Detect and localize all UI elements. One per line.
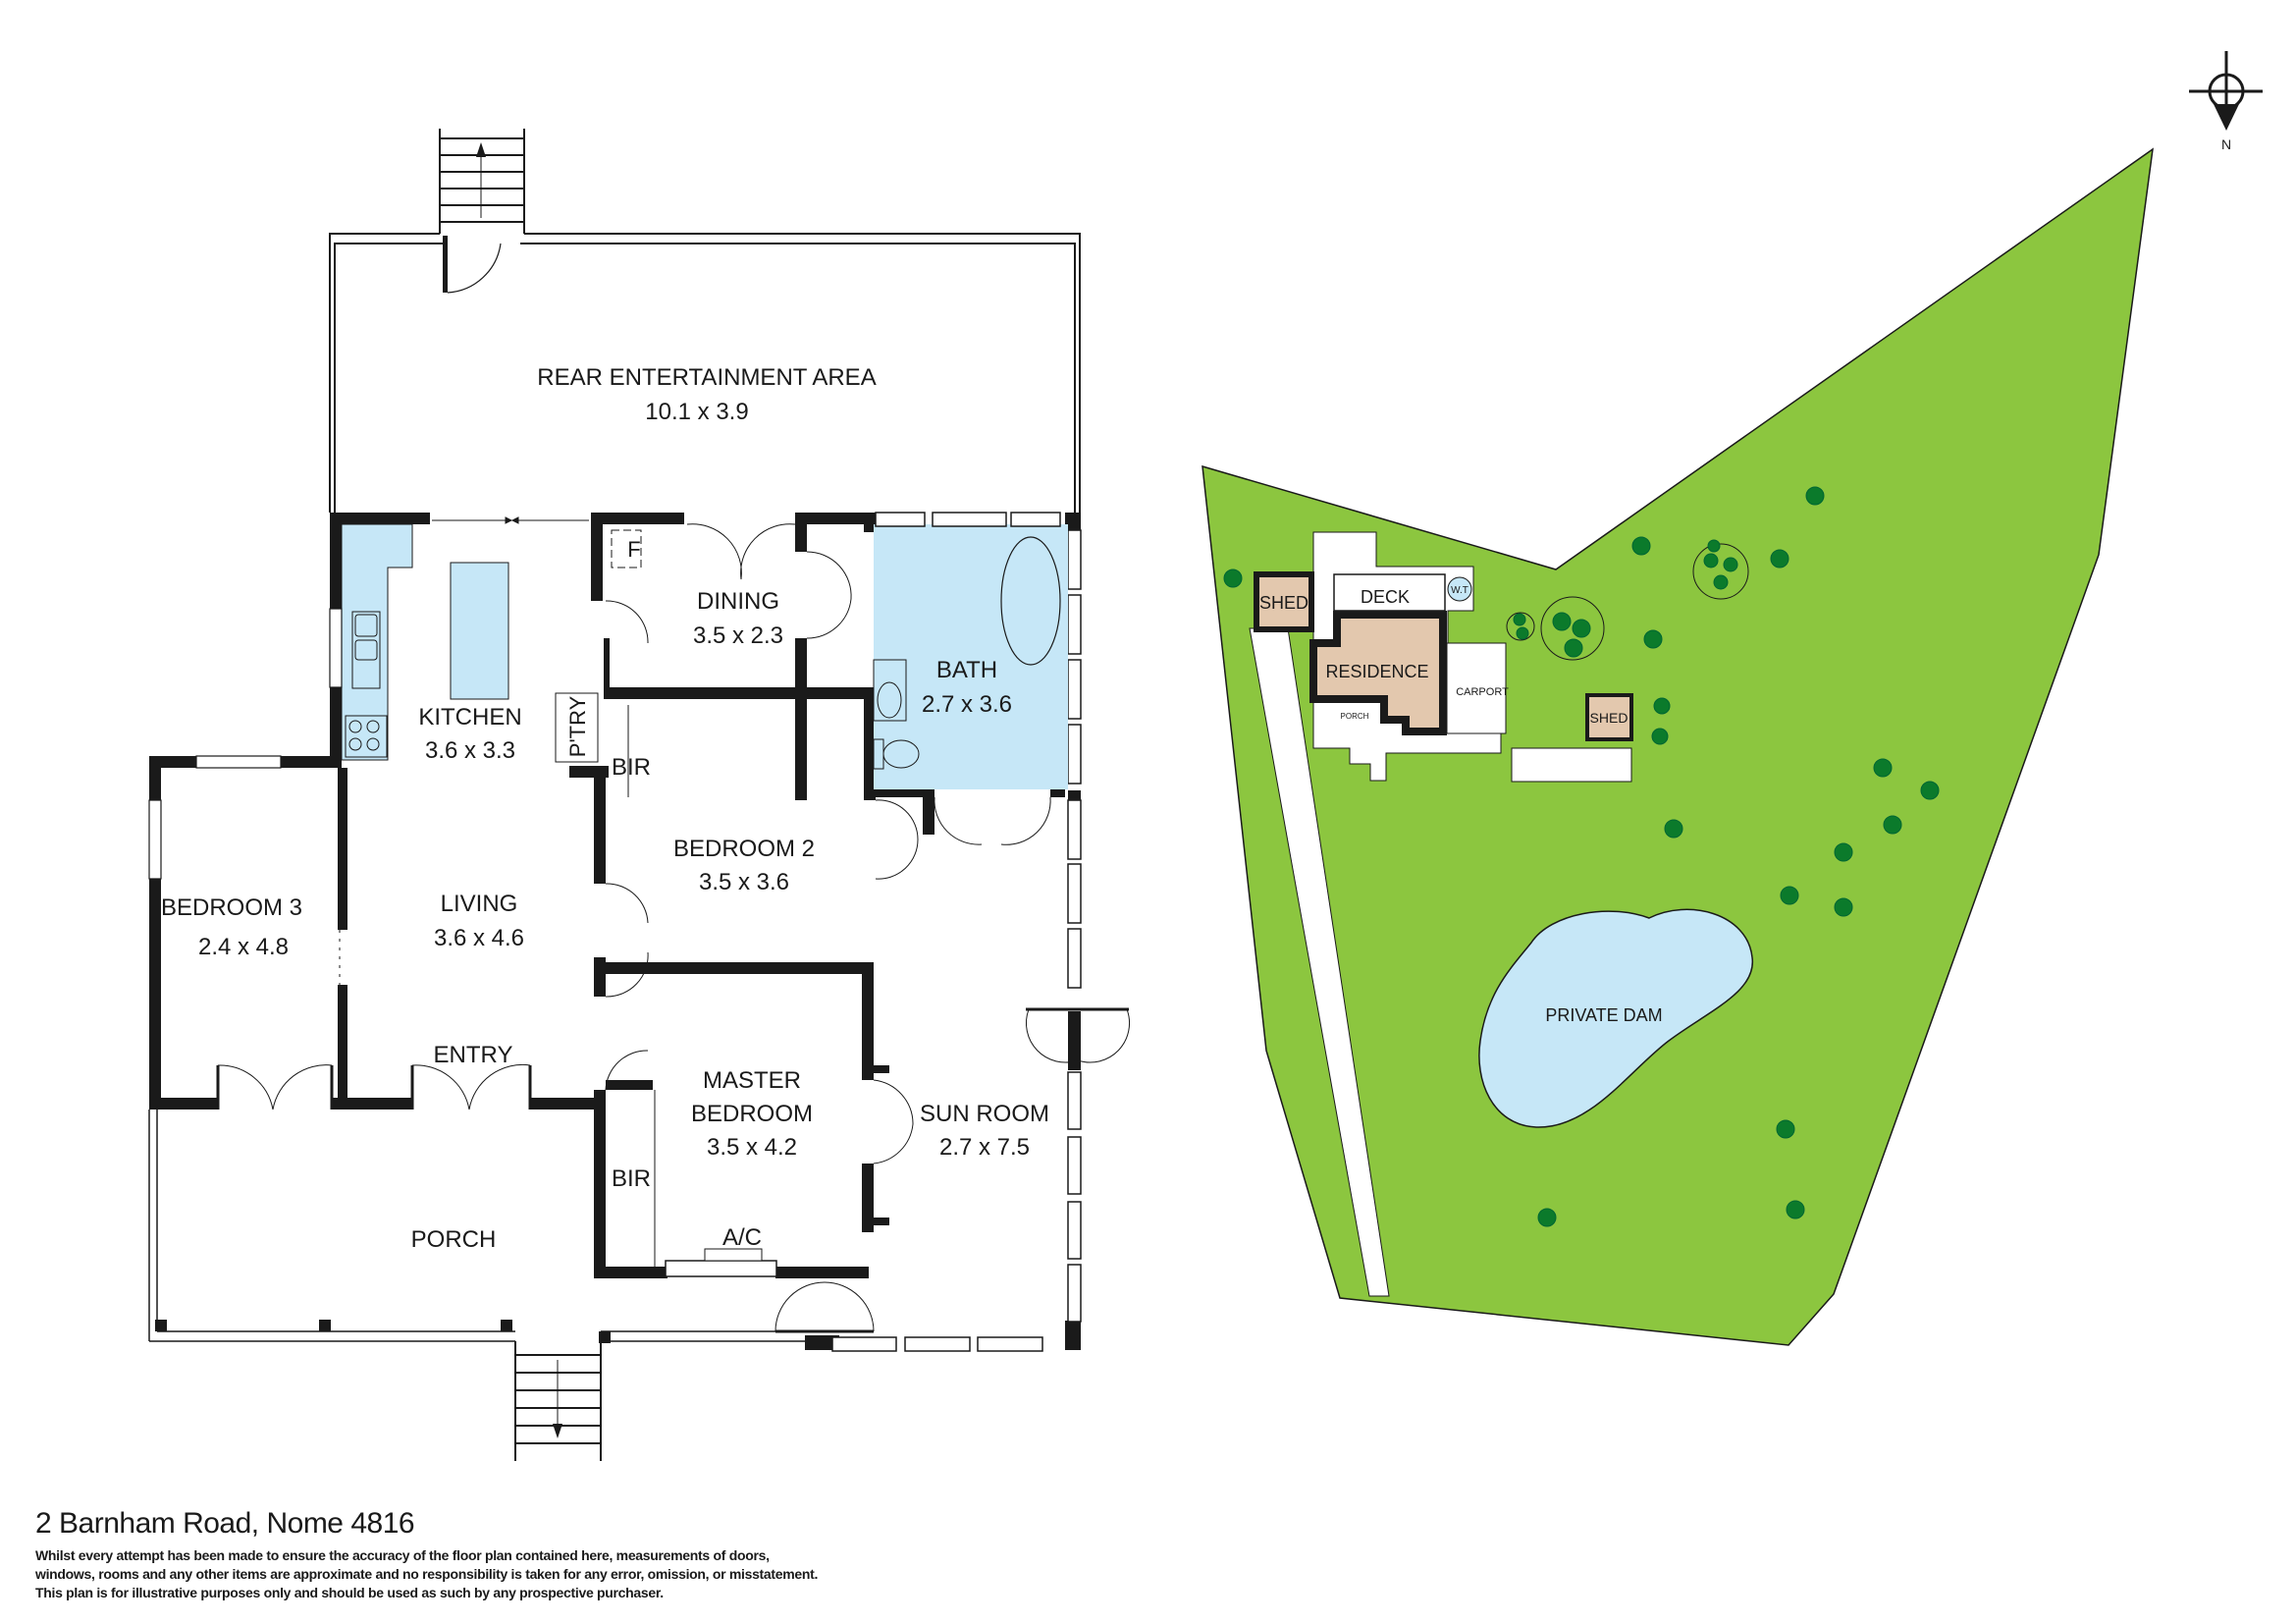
driveway-inner — [1296, 766, 1382, 1291]
living-dims: 3.6 x 4.6 — [434, 925, 524, 951]
compass-north-icon — [2189, 51, 2263, 131]
sliding-door — [432, 516, 589, 524]
bath-dims: 2.7 x 3.6 — [922, 691, 1012, 718]
kitchen-cooktop — [345, 715, 388, 758]
master-bedroom-name-1: MASTER — [703, 1067, 801, 1094]
bedroom-3-name: BEDROOM 3 — [161, 894, 302, 921]
kitchen-name: KITCHEN — [418, 704, 521, 731]
carport — [1446, 642, 1507, 734]
site-porch-label: PORCH — [1341, 712, 1369, 721]
kitchen-sink — [351, 611, 381, 689]
sun-room-windows — [665, 529, 1082, 1352]
front-stairs — [514, 1341, 602, 1461]
property-address: 2 Barnham Road, Nome 4816 — [35, 1507, 415, 1540]
living-name: LIVING — [441, 891, 518, 917]
pantry-label: P'TRY — [565, 695, 590, 757]
carport-label: CARPORT — [1456, 686, 1509, 698]
bedroom3-window-top — [195, 755, 282, 769]
bath-windows — [875, 512, 1061, 527]
porch-name: PORCH — [411, 1226, 497, 1253]
sun-room-name: SUN ROOM — [920, 1101, 1049, 1127]
porch-posts — [155, 1320, 611, 1343]
deck-label: DECK — [1361, 587, 1410, 607]
bir-2-label: BIR — [612, 1165, 651, 1192]
dining-name: DINING — [697, 588, 779, 615]
floor-plan: F P'TRY — [148, 129, 1131, 1461]
sun-room-dims: 2.7 x 7.5 — [939, 1134, 1030, 1161]
master-bedroom-dims: 3.5 x 4.2 — [707, 1134, 797, 1161]
kitchen-window — [329, 608, 343, 688]
shed-2 — [1585, 693, 1633, 741]
bedroom-2-name: BEDROOM 2 — [673, 836, 815, 862]
shed-1 — [1254, 571, 1314, 632]
fridge-label: F — [627, 537, 640, 562]
residence — [1309, 611, 1447, 735]
room-labels: REAR ENTERTAINMENT AREA 10.1 x 3.9 DININ… — [161, 364, 1049, 1253]
disclaimer-line: windows, rooms and any other items are a… — [35, 1566, 819, 1582]
disclaimer: Whilst every attempt has been made to en… — [35, 1546, 818, 1602]
disclaimer-line: This plan is for illustrative purposes o… — [35, 1585, 664, 1600]
rear-stairs — [439, 129, 525, 234]
basin — [877, 681, 902, 719]
bedroom-3-dims: 2.4 x 4.8 — [198, 934, 289, 960]
rear-entertainment-dims: 10.1 x 3.9 — [645, 399, 748, 425]
vanity — [873, 659, 907, 722]
footer: 2 Barnham Road, Nome 4816 Whilst every a… — [35, 1507, 818, 1602]
bath-name: BATH — [936, 657, 997, 683]
dining-dims: 3.5 x 2.3 — [693, 623, 783, 649]
pantry — [555, 692, 599, 763]
bedroom3-window-left — [148, 799, 162, 880]
land-parcel — [1201, 147, 2154, 1346]
master-bedroom-name-2: BEDROOM — [691, 1101, 813, 1127]
kitchen-dims: 3.6 x 3.3 — [425, 737, 515, 764]
compass-label: N — [2221, 136, 2231, 152]
bedroom-2-dims: 3.5 x 3.6 — [699, 869, 789, 895]
trees — [1223, 486, 1940, 1227]
tree-rings — [1506, 543, 1749, 661]
residence-label: RESIDENCE — [1325, 662, 1428, 681]
rear-entertainment-name: REAR ENTERTAINMENT AREA — [537, 364, 876, 391]
toilet-cistern — [873, 738, 884, 770]
shed-2-label: SHED — [1590, 710, 1629, 726]
water-tank — [1447, 576, 1472, 602]
bir-lines — [627, 705, 656, 1267]
ac-label: A/C — [722, 1224, 762, 1251]
shed-1-label: SHED — [1259, 593, 1308, 613]
rear-entertainment-outline — [329, 233, 1081, 513]
kitchen-island — [450, 562, 509, 700]
dam-label: PRIVATE DAM — [1545, 1005, 1662, 1025]
private-dam — [1478, 908, 1753, 1128]
entry-name: ENTRY — [434, 1042, 513, 1068]
site-plan: DECK W.T RESIDENCE PORCH CARPORT SHED SH… — [1201, 147, 2154, 1346]
porch-outline — [148, 1110, 805, 1342]
bathtub — [1000, 536, 1061, 666]
disclaimer-line: Whilst every attempt has been made to en… — [35, 1547, 770, 1563]
ac-unit — [704, 1248, 763, 1262]
fridge — [611, 529, 642, 568]
toilet-bowl — [882, 739, 920, 769]
deck — [1333, 573, 1446, 612]
water-tank-label: W.T — [1451, 585, 1468, 596]
bir-1-label: BIR — [612, 754, 651, 781]
